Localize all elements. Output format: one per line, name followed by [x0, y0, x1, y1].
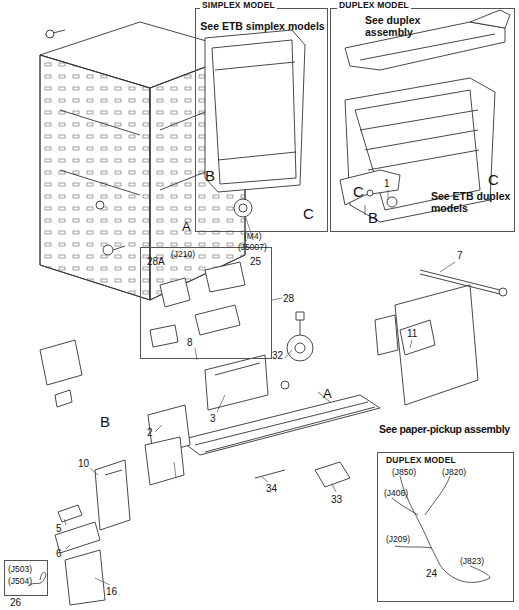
- connector-label: (J850): [392, 468, 416, 477]
- callout-number: 26: [10, 597, 21, 608]
- frame-heading: DUPLEX MODEL: [337, 1, 411, 10]
- callout-number: 6: [56, 548, 62, 559]
- link-letter: C: [353, 184, 364, 201]
- reference-note: See ETB simplex models: [200, 21, 324, 33]
- callout-group-box: (J503) (J504): [4, 560, 48, 596]
- callout-number: 33: [331, 494, 342, 505]
- frame-heading: SIMPLEX MODEL: [200, 1, 277, 10]
- callout-number: 32: [272, 350, 283, 361]
- callout-number: 25: [250, 256, 261, 267]
- callout-number: 16: [106, 586, 117, 597]
- callout-number: 8: [187, 337, 193, 348]
- connector-label: (J5007): [238, 243, 267, 252]
- link-letter: C: [303, 206, 314, 223]
- connector-label: (J210): [171, 250, 195, 259]
- duplex-harness-frame: DUPLEX MODEL (J850) (J820) (J406) (J209) (J82…: [377, 452, 514, 602]
- connector-label: (J209): [386, 535, 410, 544]
- callout-number: 7: [457, 250, 463, 261]
- link-letter: A: [182, 220, 191, 234]
- callout-number: 34: [266, 483, 277, 494]
- reference-note: See ETB duplex models: [431, 191, 513, 214]
- connector-label: (J503): [8, 565, 32, 574]
- link-letter: C: [488, 172, 499, 189]
- connector-label: (M4): [244, 232, 261, 241]
- connector-label: (J823): [460, 557, 484, 566]
- reference-note: See paper-pickup assembly: [379, 424, 510, 436]
- callout-number: 5: [56, 523, 62, 534]
- callout-number: 2: [147, 427, 153, 438]
- link-letter: A: [323, 387, 332, 401]
- link-letter: B: [368, 210, 378, 227]
- simplex-frame: SIMPLEX MODELSee ETB simplex models: [195, 8, 328, 232]
- callout-number: 10: [78, 458, 89, 469]
- connector-label: (J820): [442, 468, 466, 477]
- connector-label: 24: [426, 568, 437, 579]
- callout-number: 1: [384, 178, 390, 189]
- connector-label: (J406): [384, 489, 408, 498]
- frame-heading: DUPLEX MODEL: [384, 456, 458, 465]
- reference-note: See duplex assembly: [365, 15, 443, 38]
- link-letter: B: [100, 414, 110, 431]
- connector-label: (J504): [8, 577, 32, 586]
- callout-number: 11: [407, 328, 417, 339]
- callout-number: 3: [210, 413, 216, 424]
- connector-label: 28A: [147, 256, 165, 267]
- callout-number: 28: [283, 293, 294, 304]
- link-letter: B: [205, 168, 215, 185]
